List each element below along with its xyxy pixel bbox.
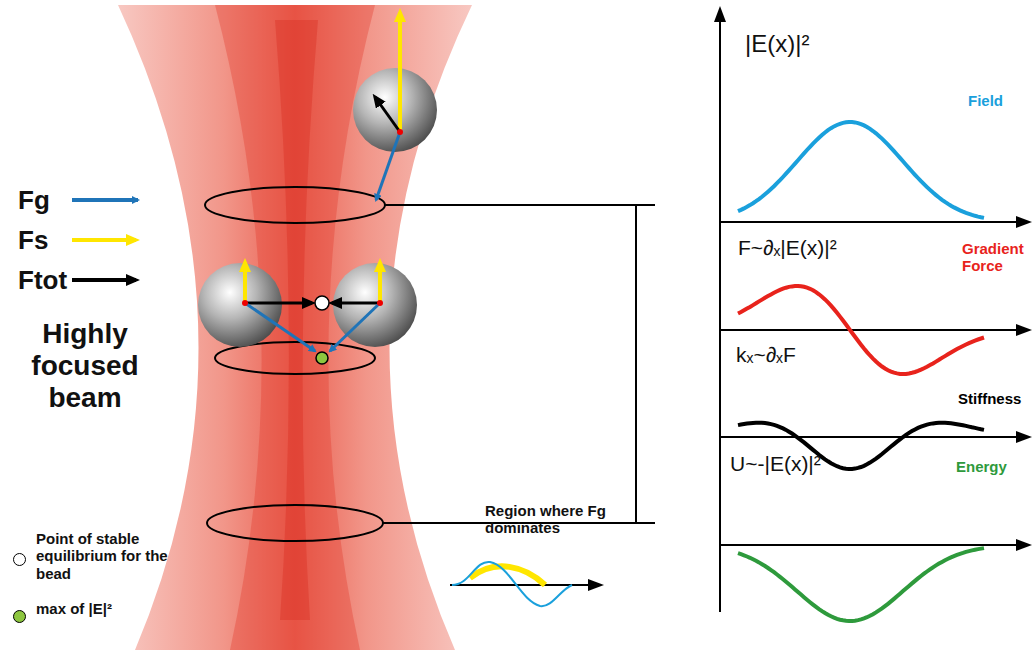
axis-label: |E(x)|² [745, 30, 809, 58]
legend-text: Fg [18, 186, 50, 216]
legend-text: Fs [18, 226, 48, 256]
legend-text: max of |E|² [36, 600, 186, 617]
curve-label: Energy [956, 458, 1007, 475]
axis-label: U~-|E(x)|² [730, 452, 821, 476]
legend-swatch [13, 553, 26, 566]
axis-label: kₓ~∂ₓF [736, 343, 796, 367]
axis-label: F~∂ₓ|E(x)|² [738, 236, 837, 260]
legend-text: Point of stable equilibrium for the bead [36, 530, 186, 582]
beam-label: Highly focused beam [10, 318, 160, 415]
region-label: Region where Fg dominates [485, 502, 635, 537]
curve-label: Stiffness [958, 390, 1021, 407]
legend-swatch [13, 610, 26, 623]
curve-label: Field [968, 92, 1003, 109]
curve-label: Gradient Force [962, 240, 1032, 275]
legend-text: Ftot [18, 266, 67, 296]
